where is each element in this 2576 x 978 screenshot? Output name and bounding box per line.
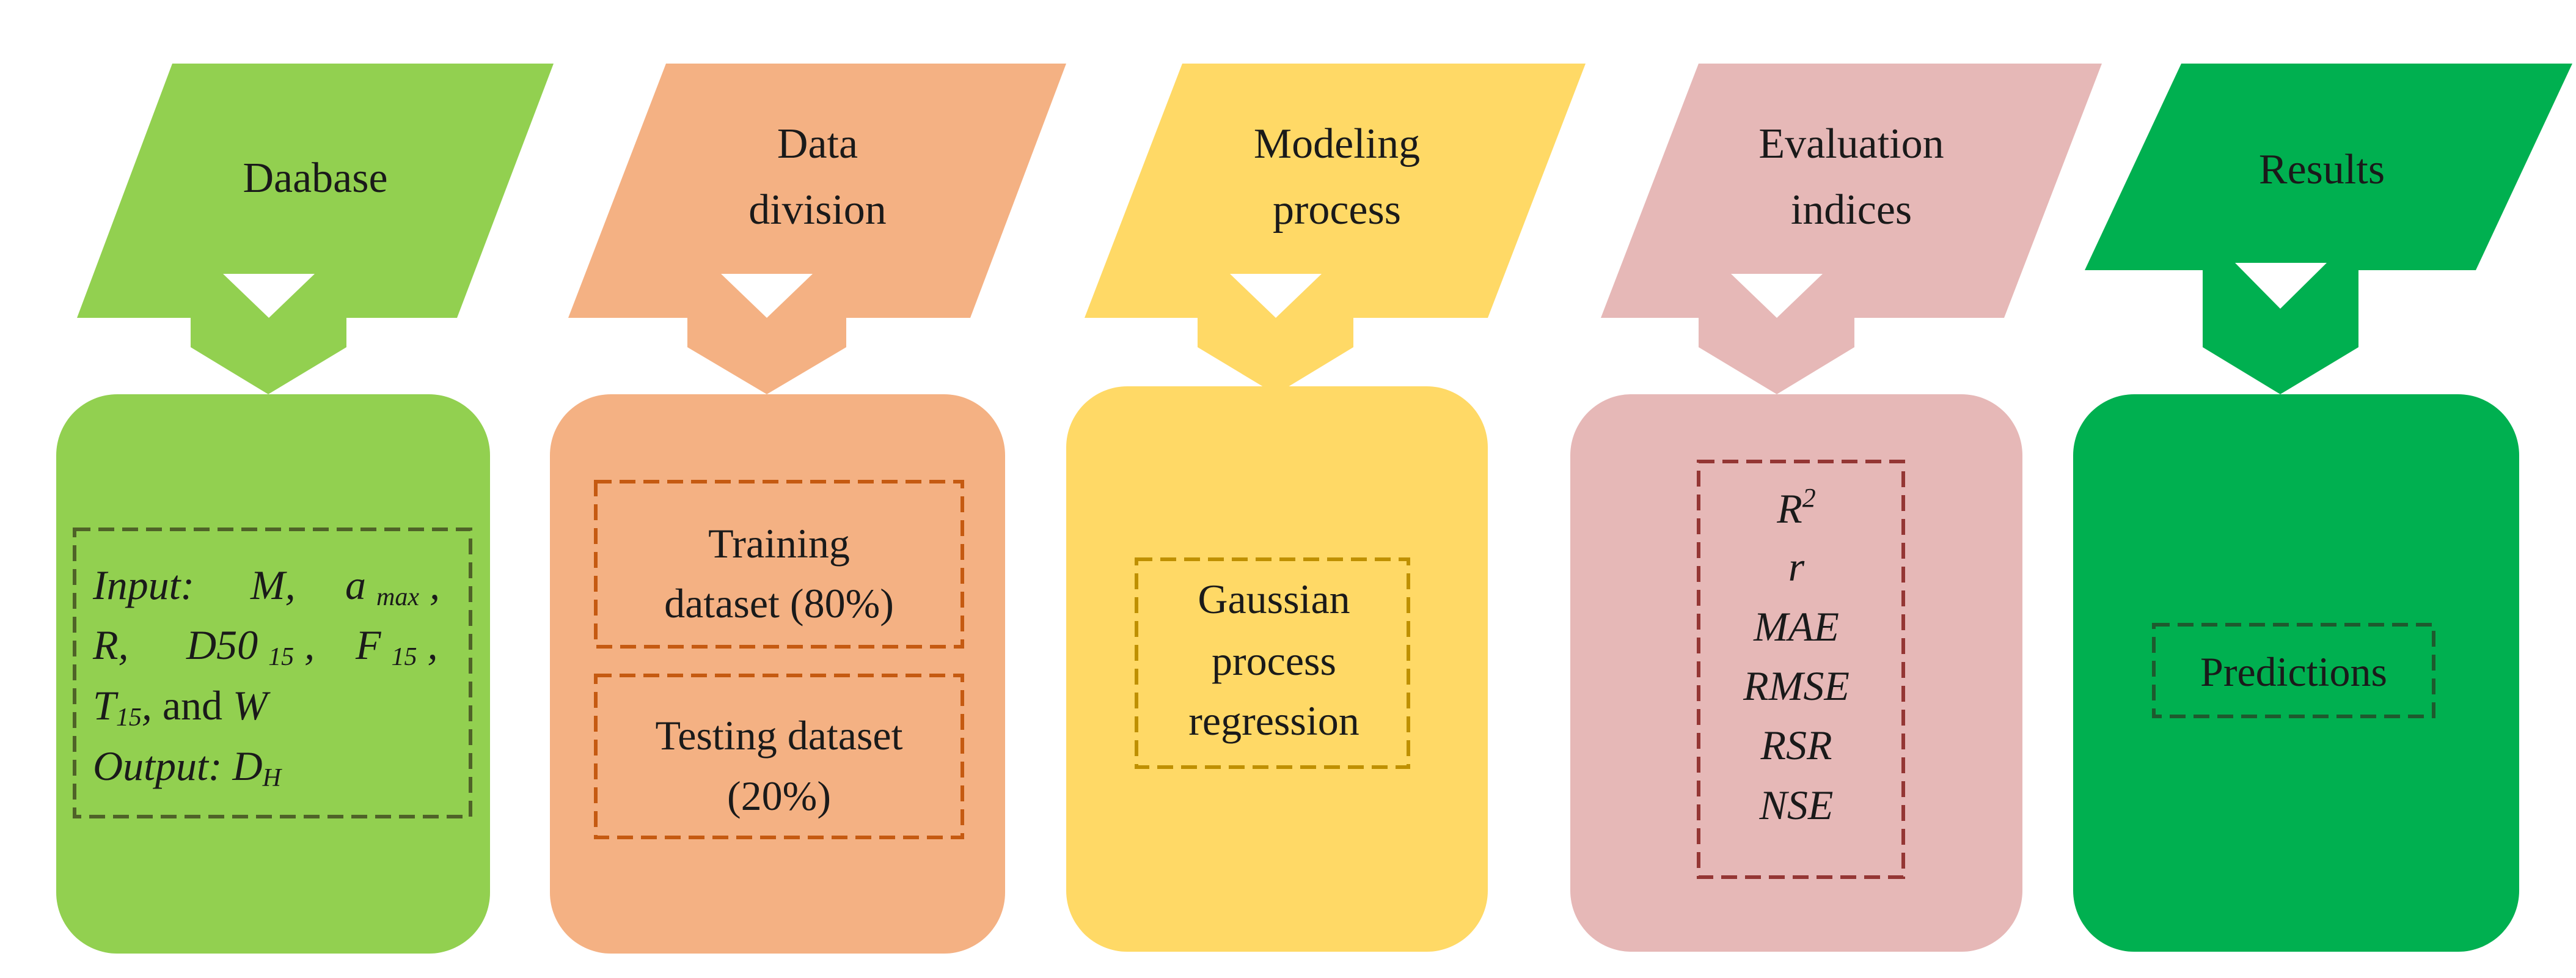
variable-W: W bbox=[233, 682, 271, 729]
evaluation-title-line-1: Evaluation bbox=[1758, 120, 1944, 167]
variable-D50-comma: , bbox=[304, 622, 315, 668]
modeling-title-line-2: process bbox=[1273, 186, 1401, 233]
variable-F: F bbox=[355, 622, 382, 668]
results-content-box bbox=[2073, 394, 2519, 952]
modeling-content-box bbox=[1066, 386, 1488, 952]
database-variables-frame bbox=[73, 528, 472, 818]
division-header-parallelogram bbox=[568, 64, 1066, 318]
evaluation-content-box bbox=[1570, 394, 2022, 952]
modeling-title-line-1: Modeling bbox=[1254, 120, 1420, 167]
variable-F-comma: , bbox=[428, 622, 438, 668]
database-header-parallelogram bbox=[77, 64, 554, 318]
variable-R: R, bbox=[92, 622, 129, 668]
and-conjunction: and bbox=[152, 682, 233, 729]
training-dataset-line-1: Training bbox=[708, 520, 850, 567]
variable-a-subscript: max bbox=[376, 583, 419, 611]
variable-a-comma: , bbox=[430, 562, 440, 608]
database-content-box bbox=[56, 394, 490, 954]
modeling-header-parallelogram bbox=[1085, 64, 1586, 318]
variable-T-subscript: 15 bbox=[116, 704, 142, 732]
variable-D-subscript: H bbox=[262, 764, 283, 792]
index-r-squared: R2 bbox=[1776, 483, 1816, 532]
variable-T: T bbox=[93, 682, 119, 729]
results-title: Results bbox=[2259, 146, 2385, 193]
evaluation-header-parallelogram bbox=[1601, 64, 2102, 318]
method-line-2: process bbox=[1212, 638, 1336, 684]
stage-results: Results Predictions bbox=[2073, 64, 2572, 952]
variable-a: a bbox=[345, 562, 366, 608]
evaluation-arrow-connector bbox=[1699, 274, 1854, 394]
stage-data-division: Data division Training dataset (80%) Tes… bbox=[550, 64, 1066, 954]
database-title: Daabase bbox=[243, 155, 387, 202]
index-rsr: RSR bbox=[1760, 722, 1832, 768]
index-rmse: RMSE bbox=[1743, 663, 1850, 709]
division-arrow-connector bbox=[687, 274, 846, 394]
method-line-3: regression bbox=[1188, 697, 1359, 744]
index-mae: MAE bbox=[1753, 603, 1839, 650]
index-r: r bbox=[1788, 543, 1805, 590]
stage-evaluation-indices: Evaluation indices R2 r MAE RMSE RSR NSE bbox=[1570, 64, 2102, 952]
division-title-line-1: Data bbox=[777, 120, 858, 167]
index-r-squared-base: R bbox=[1776, 485, 1802, 532]
evaluation-arrow-notch bbox=[1731, 274, 1823, 318]
database-arrow-notch bbox=[223, 274, 315, 318]
database-output-line: Output: DH bbox=[93, 743, 283, 792]
results-arrow-notch bbox=[2235, 263, 2327, 309]
input-label: Input: bbox=[92, 562, 194, 608]
division-arrow-notch bbox=[721, 274, 813, 318]
stage-database: Daabase Input: M, a max , R, D50 15 , F … bbox=[56, 64, 554, 954]
method-line-1: Gaussian bbox=[1198, 576, 1350, 622]
modeling-arrow-notch bbox=[1230, 274, 1322, 318]
modeling-arrow-connector bbox=[1198, 274, 1353, 394]
index-r-squared-exponent: 2 bbox=[1802, 483, 1816, 513]
predictions-frame bbox=[2152, 623, 2435, 718]
database-arrow-connector bbox=[191, 274, 346, 394]
variable-D50-subscript: 15 bbox=[268, 643, 294, 671]
database-vars-line-3: T15, and W bbox=[93, 682, 271, 732]
predictions-label: Predictions bbox=[2200, 649, 2387, 695]
testing-dataset-line-1: Testing dataset bbox=[655, 712, 902, 759]
database-vars-line-2: R, D50 15 , F 15 , bbox=[92, 622, 438, 674]
training-dataset-line-2: dataset (80%) bbox=[664, 580, 894, 627]
indices-frame bbox=[1697, 460, 1905, 879]
output-label: Output: bbox=[93, 743, 222, 789]
variable-M: M, bbox=[250, 562, 296, 608]
variable-D50: D50 bbox=[186, 622, 258, 668]
results-arrow-connector bbox=[2203, 263, 2358, 394]
variable-D: D bbox=[232, 743, 263, 789]
index-nse: NSE bbox=[1759, 782, 1834, 828]
results-header-parallelogram bbox=[2085, 64, 2572, 270]
stage-modeling-process: Modeling process Gaussian process regres… bbox=[1066, 64, 1586, 952]
training-dataset-frame bbox=[594, 480, 964, 649]
variable-T-comma: , bbox=[142, 682, 152, 729]
testing-dataset-line-2: (20%) bbox=[727, 773, 831, 819]
division-title-line-2: division bbox=[748, 186, 887, 233]
variable-F-subscript: 15 bbox=[392, 643, 417, 671]
database-input-line: Input: M, a max , bbox=[92, 562, 440, 614]
evaluation-title-line-2: indices bbox=[1791, 186, 1912, 233]
